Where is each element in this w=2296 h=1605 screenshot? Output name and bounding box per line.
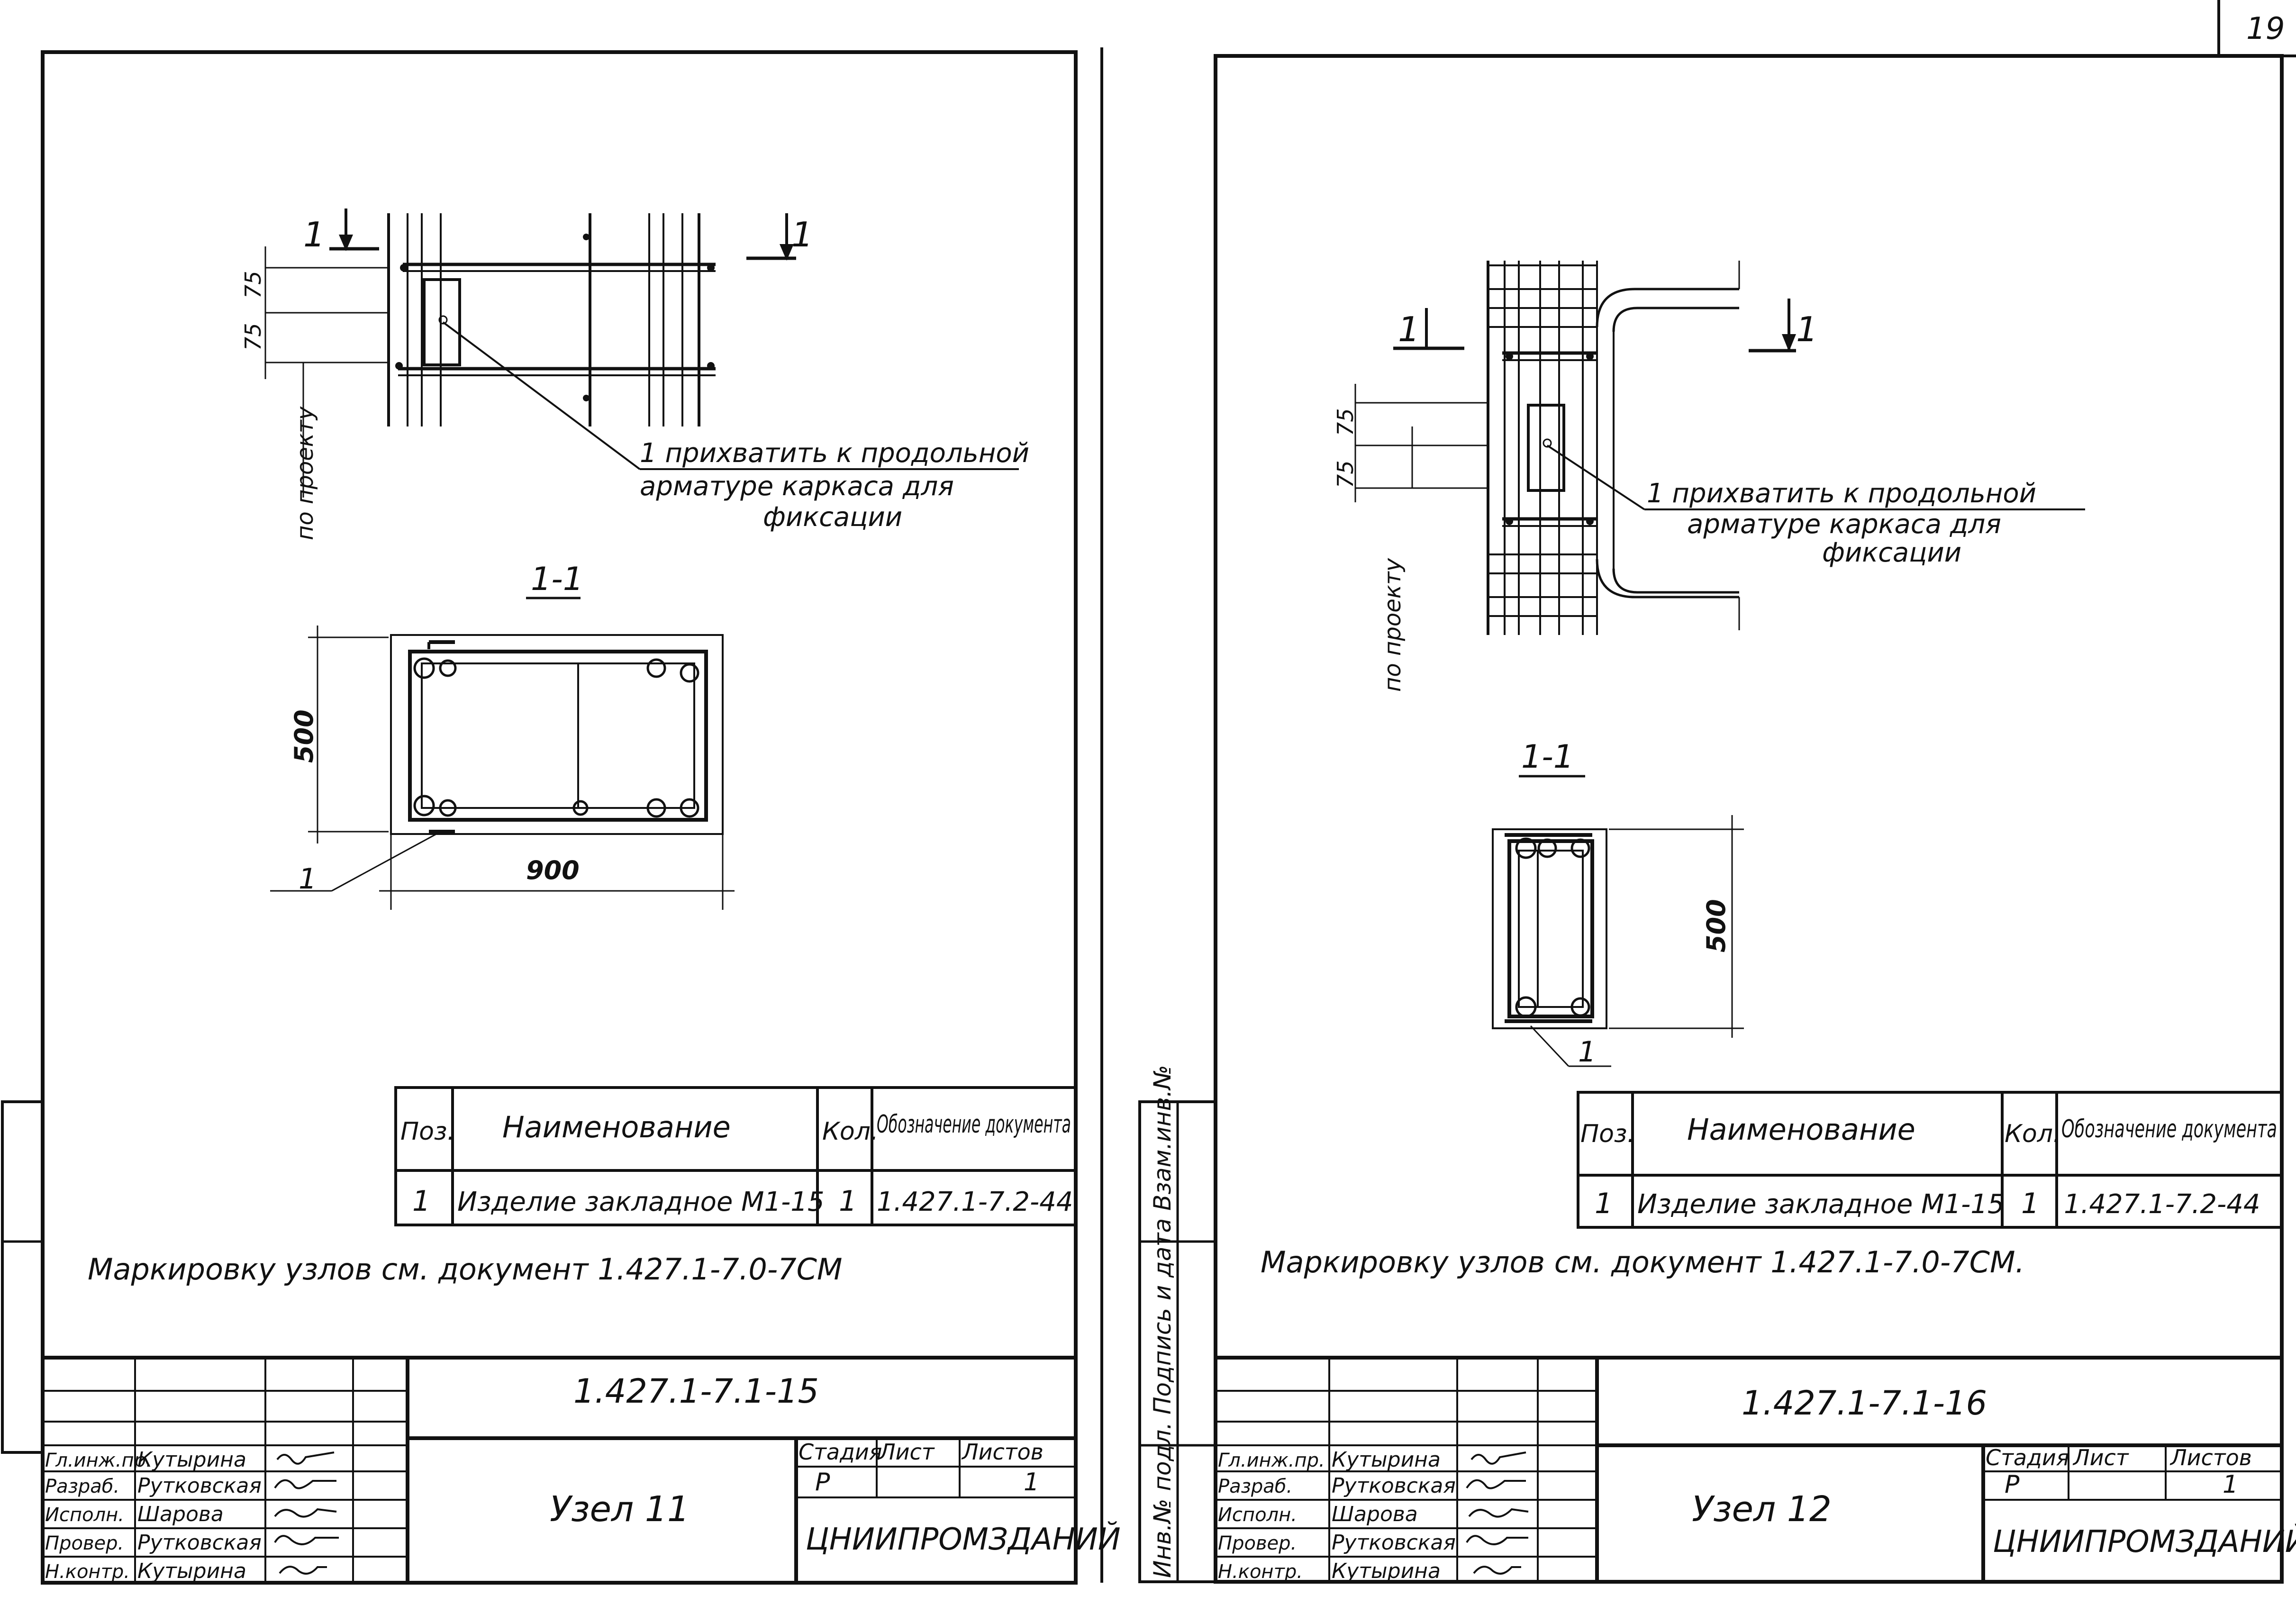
right-plan-view: 1 1 75 75 по проекту 1 прихватить к прод… — [1333, 261, 2085, 692]
right-spec-r-qty: 1 — [2021, 1187, 2039, 1220]
right-callout-line1: 1 прихватить к продольной — [1647, 478, 2036, 509]
right-role-4: Н.контр. — [1218, 1561, 1303, 1583]
left-title-node: Узел 11 — [550, 1489, 690, 1530]
right-name-0: Кутырина — [1332, 1448, 1441, 1472]
left-section-height: 500 — [289, 709, 319, 763]
right-sheet-frame — [1214, 54, 2284, 1584]
left-side-stamp — [1, 1100, 44, 1454]
left-title-stage-label: Стадия — [799, 1439, 882, 1465]
left-role-4: Н.контр. — [45, 1561, 130, 1583]
right-sheet: Инв.№ подл. Подпись и дата Взам.инв.№ — [1138, 54, 2296, 1584]
left-section-callout: 1 — [299, 862, 317, 896]
right-spec-h-doc: Обозначение документа — [2061, 1115, 2277, 1143]
left-section-mark-a: 1 — [303, 215, 325, 254]
right-role-3: Провер. — [1218, 1532, 1297, 1554]
right-spec-h-name: Наименование — [1687, 1112, 1915, 1147]
left-sheet: 1 1 75 75 по проекту 1 прихватить к прод… — [1, 50, 1121, 1585]
right-title-stage-label: Стадия — [1986, 1445, 2069, 1470]
left-title-sheets-label: Листов — [961, 1439, 1044, 1465]
right-role-2: Исполн. — [1218, 1504, 1297, 1526]
left-spec-h-doc: Обозначение документа — [877, 1110, 1071, 1139]
left-name-4: Кутырина — [137, 1559, 246, 1583]
page-number: 19 — [2246, 11, 2285, 46]
right-title-sheets-label: Листов — [2169, 1445, 2252, 1470]
right-spec-h-qty: Кол. — [2005, 1120, 2061, 1148]
left-name-3: Рутковская — [137, 1531, 262, 1555]
right-role-0: Гл.инж.пр. — [1218, 1450, 1325, 1471]
right-callout-line3: фиксации — [1822, 537, 1961, 568]
right-name-4: Кутырина — [1332, 1559, 1441, 1583]
right-title-node: Узел 12 — [1692, 1489, 1832, 1530]
right-spec-table: Поз. Наименование Кол. Обозначение докум… — [1577, 1091, 2283, 1229]
left-title-block: 1.427.1-7.1-15 Узел 11 Стадия Лист Листо… — [43, 1356, 1121, 1583]
right-section-mark-b: 1 — [1796, 309, 1818, 349]
left-spec-h-name: Наименование — [502, 1110, 731, 1144]
left-name-2: Шарова — [137, 1502, 224, 1526]
left-role-2: Исполн. — [45, 1504, 124, 1526]
left-spec-h-pos: Поз. — [400, 1117, 455, 1146]
right-spec-r-name: Изделие закладное М1-15 — [1637, 1189, 2005, 1220]
left-dim-top: 75 — [240, 271, 266, 299]
right-side-stamp: Инв.№ подл. Подпись и дата Взам.инв.№ — [1138, 1065, 1217, 1583]
right-section-view: 1-1 500 1 — [1492, 738, 1744, 1069]
left-callout-line2: арматуре каркаса для — [640, 471, 954, 502]
right-dim-mid: 75 — [1333, 460, 1358, 488]
left-title-sheets: 1 — [1024, 1468, 1039, 1496]
left-title-stage: Р — [815, 1468, 830, 1496]
right-spec-r-doc: 1.427.1-7.2-44 — [2064, 1189, 2260, 1220]
left-spec-r-qty: 1 — [839, 1185, 857, 1218]
right-section-callout: 1 — [1578, 1035, 1596, 1069]
left-dim-side: по проекту — [292, 406, 318, 540]
left-title-org: ЦНИИПРОМЗДАНИЙ — [806, 1521, 1121, 1557]
right-dim-side: по проекту — [1379, 558, 1406, 692]
left-callout-line1: 1 прихватить к продольной — [640, 438, 1029, 469]
right-title-block: 1.427.1-7.1-16 Узел 12 Стадия Лист Листо… — [1216, 1356, 2296, 1583]
right-name-1: Рутковская — [1332, 1474, 1456, 1498]
left-title-code: 1.427.1-7.1-15 — [573, 1372, 819, 1411]
right-title-org: ЦНИИПРОМЗДАНИЙ — [1993, 1523, 2296, 1560]
left-note: Маркировку узлов см. документ 1.427.1-7.… — [88, 1252, 842, 1287]
right-section-height: 500 — [1701, 899, 1731, 952]
right-name-2: Шарова — [1332, 1502, 1418, 1526]
right-spec-h-pos: Поз. — [1580, 1120, 1635, 1148]
right-side-stamp-text: Инв.№ подл. Подпись и дата Взам.инв.№ — [1149, 1065, 1176, 1578]
left-callout-line3: фиксации — [763, 502, 902, 533]
right-role-1: Разраб. — [1218, 1476, 1292, 1497]
right-title-stage: Р — [2005, 1470, 2020, 1499]
right-title-code: 1.427.1-7.1-16 — [1742, 1384, 1987, 1423]
right-spec-r-pos: 1 — [1595, 1187, 1613, 1220]
left-spec-r-pos: 1 — [412, 1185, 430, 1218]
right-section-mark-a: 1 — [1398, 309, 1420, 349]
right-callout-line2: арматуре каркаса для — [1687, 509, 2001, 540]
left-role-0: Гл.инж.пр. — [45, 1450, 152, 1471]
right-dim-top: 75 — [1333, 408, 1358, 436]
left-spec-table: Поз. Наименование Кол. Обозначение докум… — [394, 1086, 1077, 1226]
right-title-sheet-label: Лист — [2072, 1445, 2129, 1470]
right-note: Маркировку узлов см. документ 1.427.1-7.… — [1261, 1245, 2024, 1279]
page-number-box: 19 — [2217, 0, 2296, 57]
left-section-mark-b: 1 — [791, 215, 813, 254]
right-title-sheets: 1 — [2223, 1470, 2238, 1499]
right-embedded-plate — [1527, 404, 1565, 492]
left-dim-mid: 75 — [240, 323, 266, 351]
left-role-3: Провер. — [45, 1532, 124, 1554]
left-role-1: Разраб. — [45, 1476, 119, 1497]
left-sheet-frame — [41, 50, 1078, 1585]
left-signatures — [274, 1451, 339, 1575]
left-spec-h-qty: Кол. — [822, 1117, 879, 1146]
left-name-0: Кутырина — [137, 1448, 246, 1472]
left-section-title: 1-1 — [531, 561, 583, 598]
left-embedded-plate — [423, 278, 461, 366]
left-title-sheet-label: Лист — [878, 1439, 935, 1465]
left-spec-r-name: Изделие закладное М1-15 — [457, 1187, 825, 1217]
right-section-title: 1-1 — [1521, 738, 1574, 776]
left-plan-view: 1 1 75 75 по проекту 1 прихватить к прод… — [240, 209, 1029, 540]
left-spec-r-doc: 1.427.1-7.2-44 — [877, 1187, 1073, 1217]
left-name-1: Рутковская — [137, 1474, 262, 1498]
left-section-width: 900 — [526, 855, 580, 885]
right-name-3: Рутковская — [1332, 1531, 1456, 1555]
left-section-view: 1-1 500 900 — [270, 561, 735, 910]
right-signatures — [1466, 1451, 1529, 1575]
